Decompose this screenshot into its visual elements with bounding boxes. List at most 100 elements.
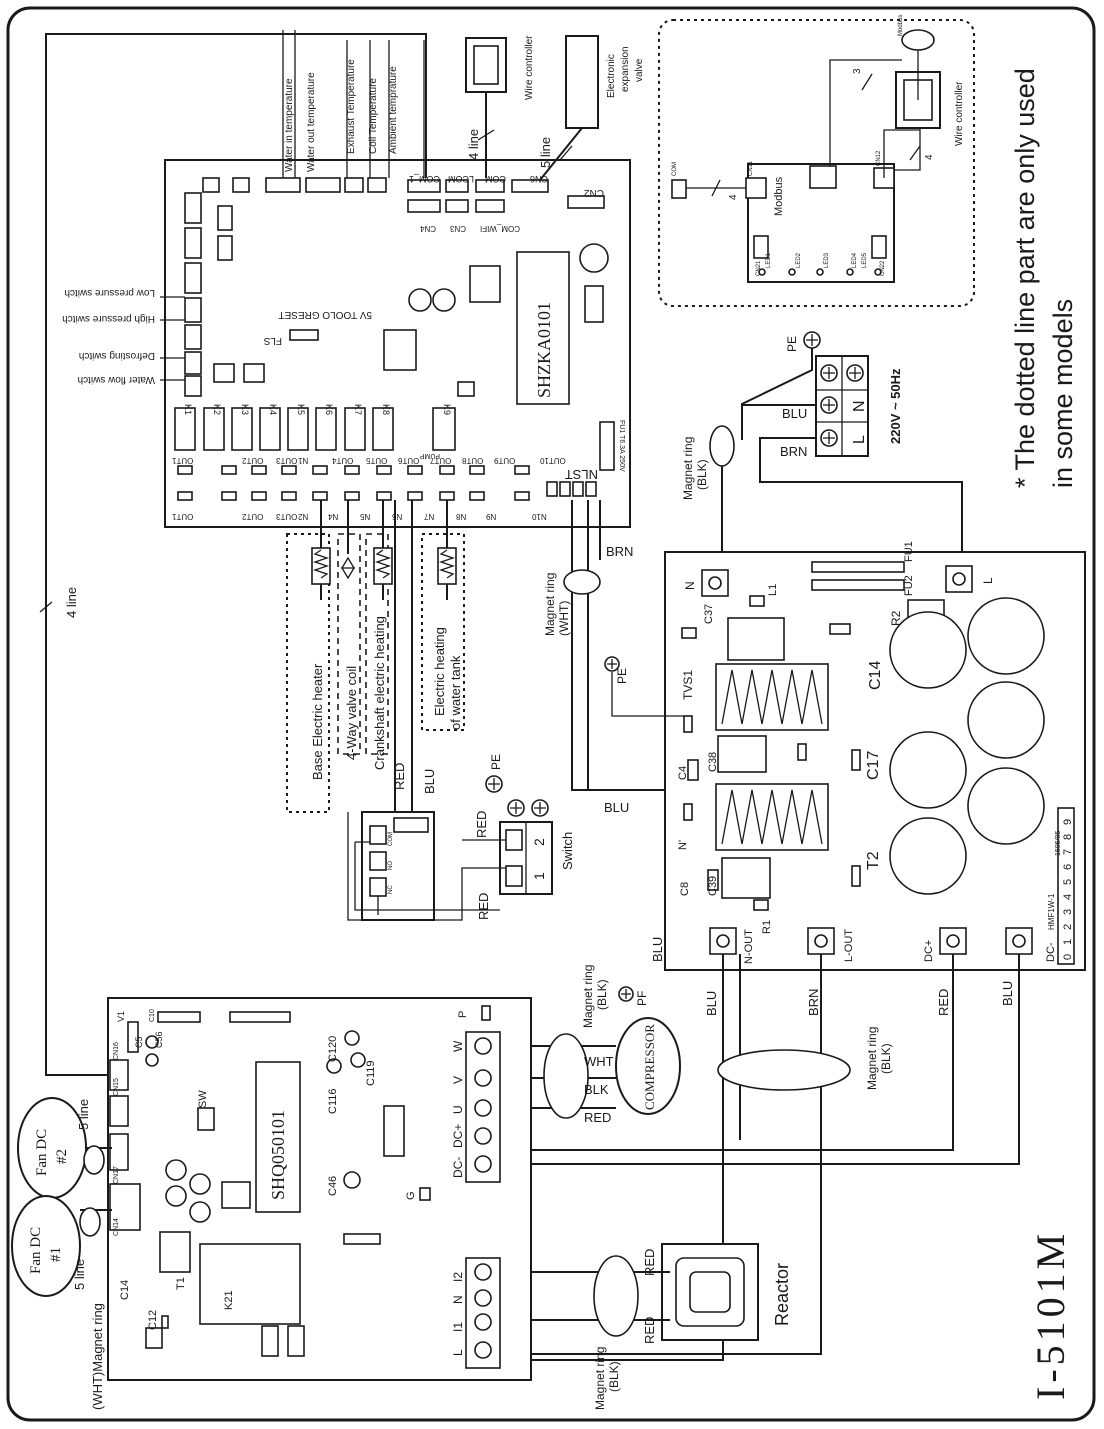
relay-term: NO [388, 861, 394, 870]
uvw-label: W [451, 1040, 465, 1052]
sensor-label: Ambient temprature [388, 66, 399, 154]
filter-terminal: L [981, 577, 995, 584]
led-label: LED4 [852, 252, 858, 268]
out-label: OUT2 [241, 512, 263, 521]
filter-date: 1505/05 [1055, 831, 1062, 856]
drive-component: C119 [365, 1061, 377, 1086]
filter-terminal: DC+ [923, 940, 935, 962]
cn-label: CN3 [449, 224, 466, 233]
magnet-ring-label: (BLK) [595, 979, 609, 1010]
filter-component: R2 [889, 610, 903, 626]
drive-component: C46 [327, 1176, 339, 1196]
out-label: OUT8 [461, 456, 483, 465]
switch-label: Water flow switch [78, 374, 155, 385]
out-label: N10 [531, 512, 546, 521]
led-label: LED2 [796, 252, 802, 268]
filter-component: C4 [677, 766, 689, 780]
blu-label: BLU [422, 769, 437, 794]
compressor-wire: WHT [584, 1054, 614, 1069]
red-label: RED [474, 811, 489, 838]
ac-term: N [451, 1295, 465, 1304]
sensor-leads: Water in temperature Water out temperatu… [282, 30, 425, 178]
cn-label: COM_WIFI [480, 224, 520, 233]
sensor-label: Coil Temperature [368, 78, 379, 154]
nlst-label: NLST [565, 467, 598, 482]
note-line-1: * The dotted line part are only used [1010, 68, 1040, 488]
drive-component: C5 [134, 1036, 144, 1048]
cn-label: COM [485, 174, 506, 184]
fls-label: FLS [263, 335, 282, 346]
drive-component: C14 [119, 1280, 131, 1300]
out-label: N5 [359, 512, 370, 521]
pe-label: PE [615, 668, 629, 684]
uvw-label: DC+ [451, 1124, 465, 1148]
out-label: N9 [485, 512, 496, 521]
out-label: OUT1 [171, 456, 193, 465]
power-switch: 1 2 Switch PE RED RED [461, 754, 575, 920]
blu-label: BLU [604, 800, 629, 815]
filter-component: C17 [865, 751, 882, 780]
drive-component: T1 [175, 1277, 187, 1290]
cn-label: CN12 [876, 150, 882, 166]
filter-component: FU1 [903, 541, 915, 562]
four-line-label-side: 4 line [64, 587, 79, 618]
drive-component: V1 [116, 1011, 126, 1022]
relay-label: K5 [296, 404, 306, 415]
magnet-ring-label: Magnet ring [593, 1347, 607, 1410]
compressor: COMPRESSOR WHT BLK RED PF Magnet ring (B… [500, 965, 681, 1125]
relay-row [174, 407, 456, 451]
cn-label: CN2 [584, 187, 604, 198]
drive-board: SHQ050101 W V U DC+ DC- P L I1 N I2 [107, 997, 532, 1381]
red-label: RED [476, 893, 491, 920]
uvw-label: V [451, 1076, 465, 1084]
digit: 9 [1062, 819, 1074, 825]
eev-label: valve [634, 58, 645, 82]
magnet-ring-label: (BLK) [879, 1043, 893, 1074]
out-label: N1 [297, 456, 308, 465]
five-line-label: 5 line [538, 137, 553, 168]
loads: Base Electric heater 4-Way valve coil Cr… [286, 500, 465, 820]
blu-label: BLU [1000, 981, 1015, 1006]
outer-frame [6, 6, 1096, 1422]
filter-board: PE C37 L1 FU2 FU1 R2 TVS1 C14 C38 C4 C17… [604, 541, 1086, 971]
five-line-label: 5 line [72, 1259, 87, 1290]
out-label: OUT1 [171, 512, 193, 521]
optional-modbus-box: Modbus Modbus Wire controller 4 3 4 COM … [658, 15, 975, 307]
digit: 2 [1062, 924, 1074, 930]
load-label: Base Electric heater [310, 663, 325, 780]
relay-label: K4 [268, 404, 278, 415]
com-label: COM [672, 162, 678, 176]
out-label: N2 [297, 512, 308, 521]
drive-component: G [405, 1191, 417, 1200]
power-term: N [851, 400, 868, 412]
modbus-label: Modbus [773, 176, 785, 216]
filter-component: R1 [761, 920, 773, 934]
uvw-label: U [451, 1105, 465, 1114]
filter-component: C37 [703, 604, 715, 624]
filter-component: C14 [867, 661, 884, 690]
switch-label: High pressure switch [62, 313, 155, 324]
power-term: L [851, 435, 868, 444]
ac-term: I2 [451, 1272, 465, 1282]
magnet-ring-label: (WHT)Magnet ring [90, 1303, 105, 1410]
cn-label: CN4 [419, 224, 436, 233]
drive-component: C12 [147, 1310, 159, 1330]
sensor-label: Water in temperature [284, 78, 295, 172]
drive-component: C56 [154, 1031, 164, 1048]
three-label: 3 [852, 68, 863, 74]
model-number: I-5101M [1028, 1230, 1073, 1400]
digit: 8 [1062, 834, 1074, 840]
filter-component: FU2 [903, 575, 915, 596]
digit: 3 [1062, 909, 1074, 915]
cn-label: LCOM [448, 174, 474, 184]
sensor-connectors [202, 177, 605, 213]
eev-label: expansion [620, 46, 631, 92]
filter-component: N' [677, 840, 689, 850]
out-label: N4 [327, 512, 338, 521]
led-label: LED5 [862, 252, 868, 268]
relay-term: NC [388, 885, 394, 894]
relay-label: K6 [324, 404, 334, 415]
fuse-label: FU1 T6.3A 250V [618, 420, 625, 472]
cn-label: CN11 [748, 160, 754, 176]
switch-term: 2 [531, 838, 547, 846]
